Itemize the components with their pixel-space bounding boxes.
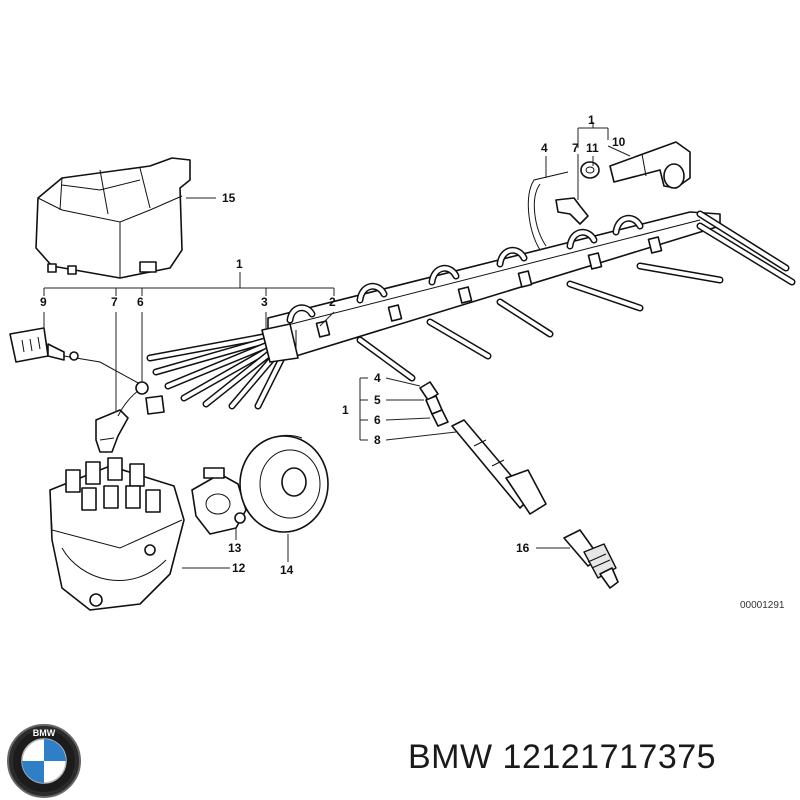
callout-15: 15: [222, 191, 236, 205]
callout-4-top: 4: [541, 141, 548, 155]
callout-4-cap: 4: [374, 371, 381, 385]
callout-6-mid: 6: [137, 295, 144, 309]
part-11-sleeve: [580, 161, 600, 179]
callout-16: 16: [516, 541, 530, 555]
part-16-spark-plug: [563, 529, 619, 589]
part-title: BMW 12121717375: [408, 738, 716, 777]
callout-1-mid: 1: [236, 257, 243, 271]
callouts: 1 4 7 11 10 15 1 9 7 6 3 2 4 1 5 6 8 13 …: [40, 113, 626, 577]
callout-9: 9: [40, 295, 47, 309]
part-7-coil-boot: [95, 381, 165, 453]
leader-lines: [43, 122, 631, 569]
callout-8: 8: [374, 433, 381, 447]
part-13-rotor: [191, 467, 247, 535]
logo-text: BMW: [33, 728, 56, 738]
callout-13: 13: [228, 541, 242, 555]
callout-6-cap: 6: [374, 413, 381, 427]
callout-1-top: 1: [588, 113, 595, 127]
callout-11: 11: [586, 141, 599, 155]
part-10-elbow-connector: [609, 141, 691, 189]
part-8-plug-cap: [419, 381, 547, 515]
part-14-shield: [239, 434, 329, 533]
callout-14: 14: [280, 563, 294, 577]
wire-fan: [146, 323, 299, 410]
brand-name: BMW: [408, 738, 493, 776]
bmw-roundel-icon: BMW: [7, 724, 81, 798]
callout-1-cap: 1: [342, 403, 349, 417]
callout-5: 5: [374, 393, 381, 407]
diagram-reference-code: 00001291: [740, 600, 785, 611]
callout-12: 12: [232, 561, 246, 575]
callout-7-top: 7: [572, 141, 579, 155]
part-number: 12121717375: [502, 738, 717, 776]
part-12-distributor: [49, 457, 185, 611]
callout-2: 2: [329, 295, 336, 309]
callout-7-mid: 7: [111, 295, 118, 309]
callout-3: 3: [261, 295, 268, 309]
part-7-angle-plug: [555, 197, 589, 225]
callout-10: 10: [612, 135, 626, 149]
part-15-cover: [35, 157, 191, 279]
harness-rail: [267, 171, 796, 382]
part-9-plug: [9, 327, 141, 385]
